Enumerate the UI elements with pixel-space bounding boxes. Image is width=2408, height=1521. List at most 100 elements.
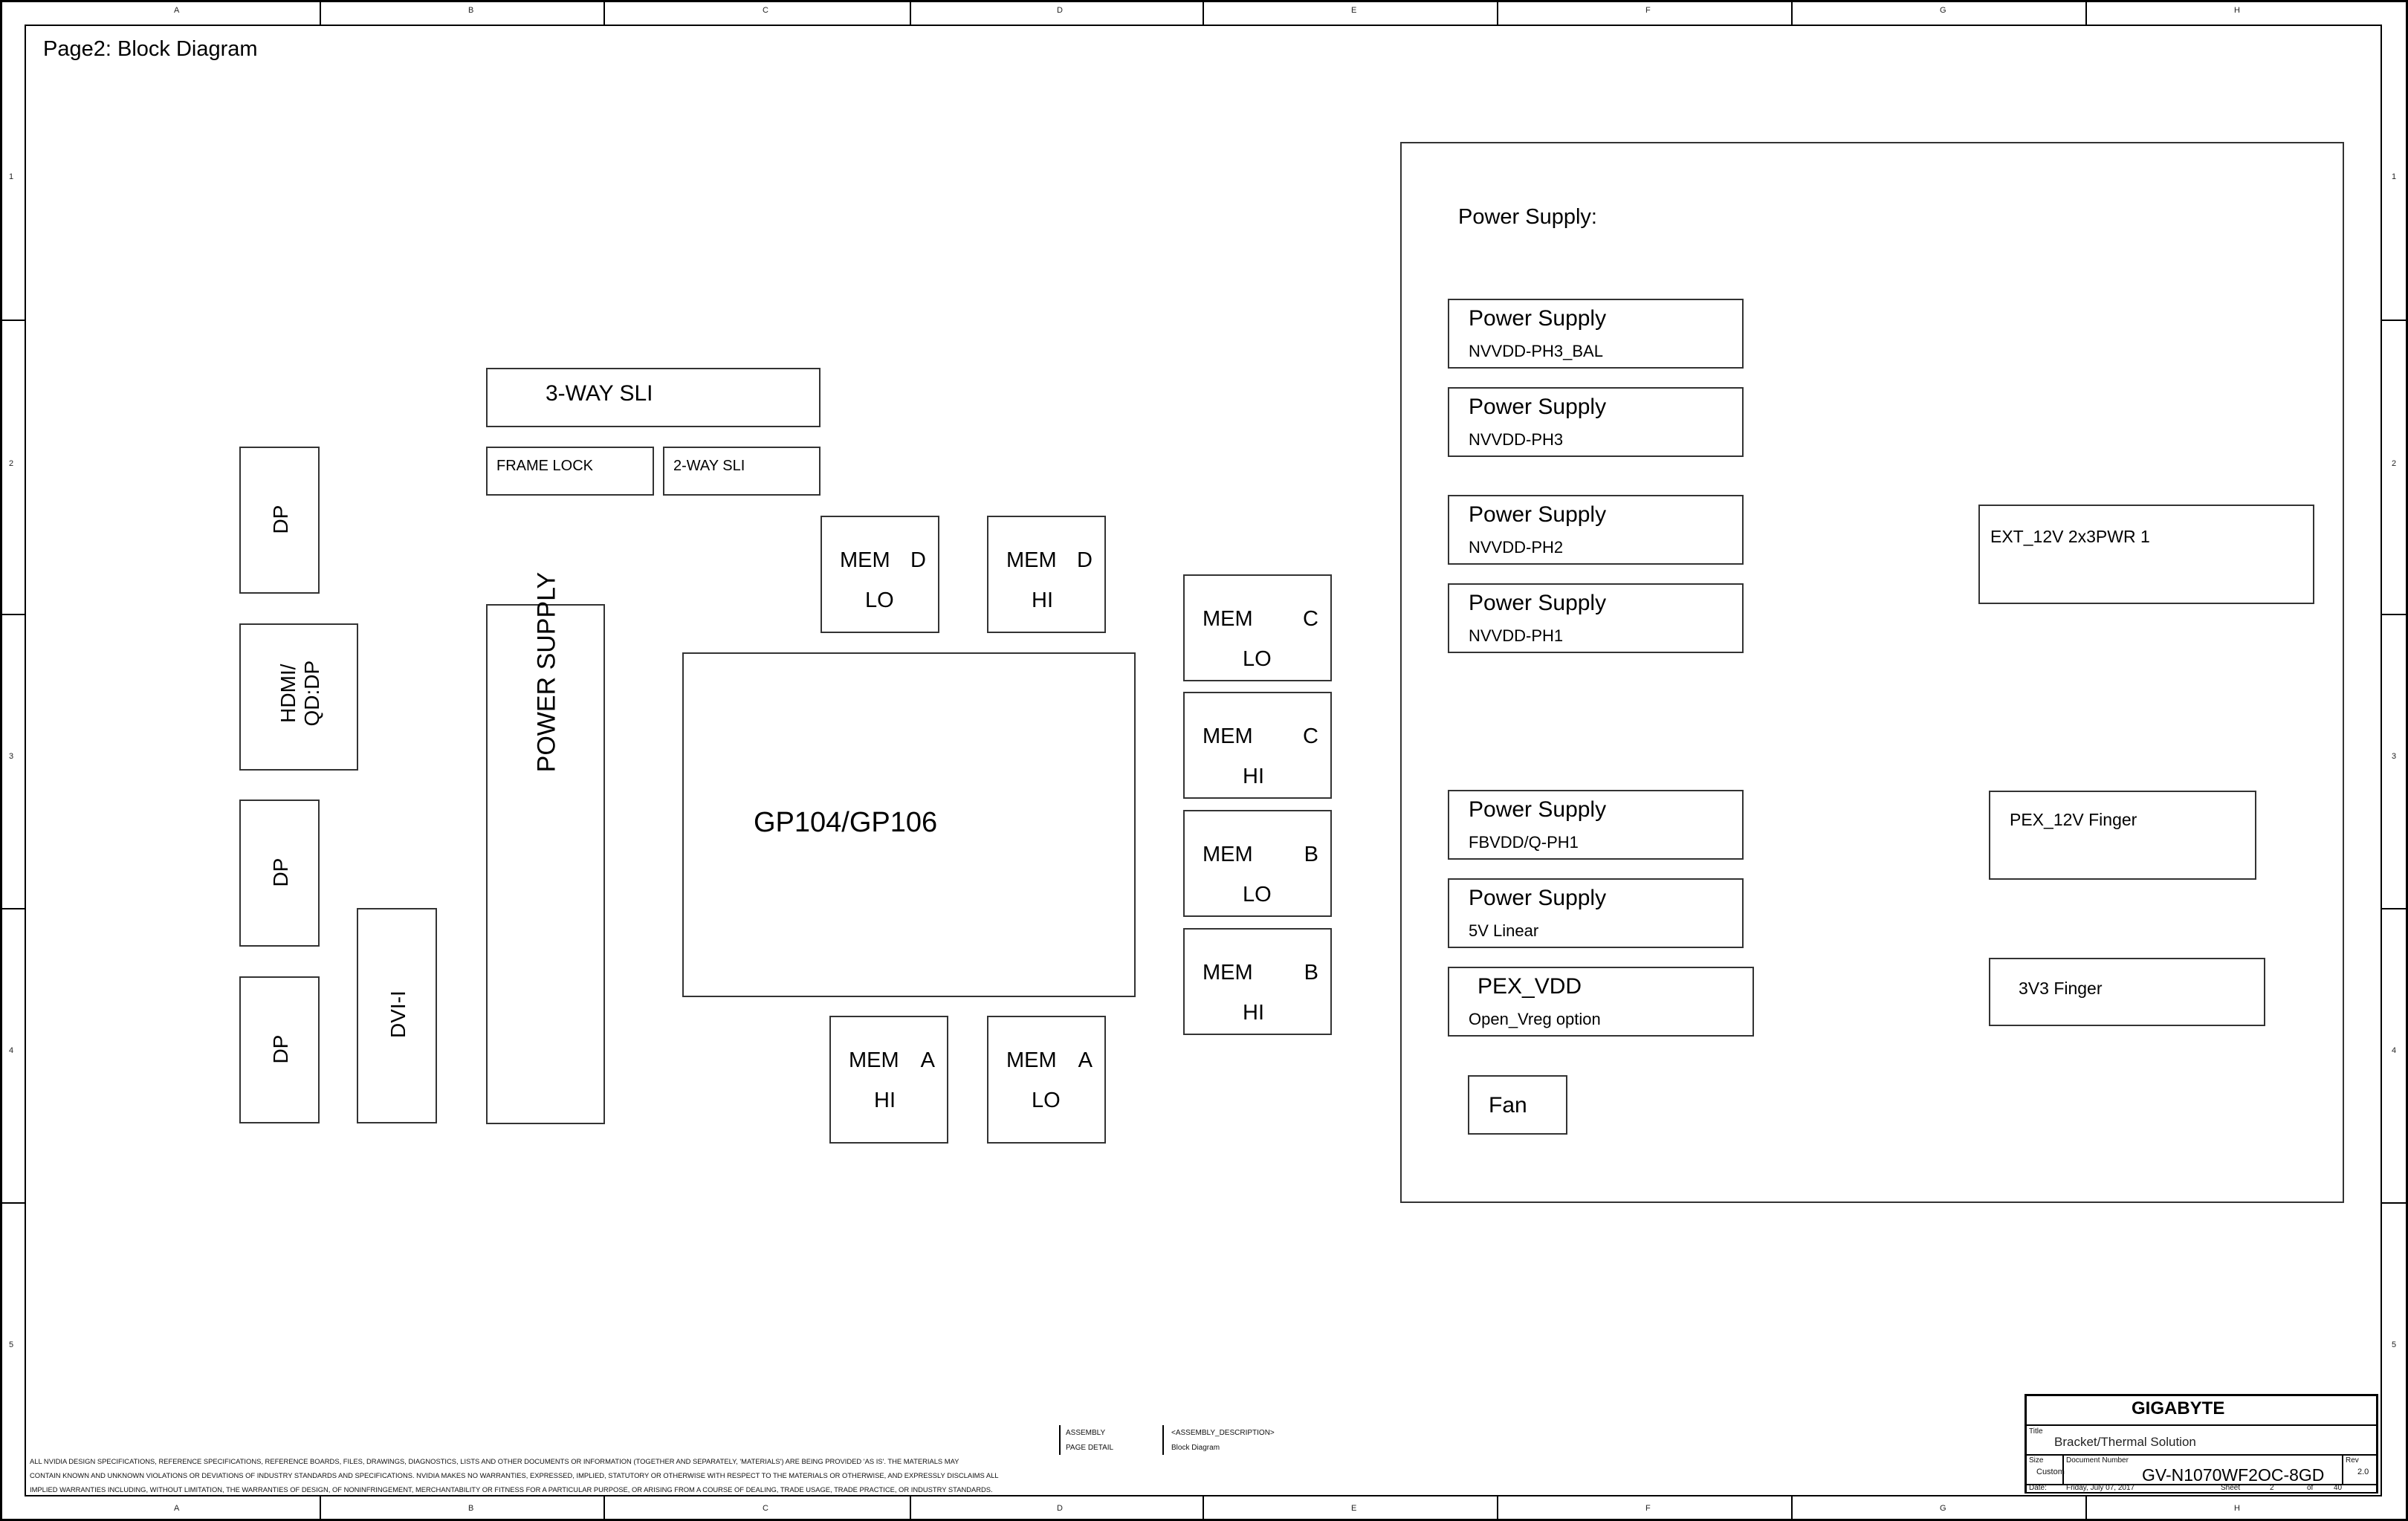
tb-docnum-cell: [2063, 1455, 2343, 1485]
drawing-border: [25, 25, 2382, 1496]
power-supply-2-rail: NVVDD-PH3: [1469, 430, 1564, 449]
power-supply-6: Power Supply 5V Linear: [1448, 878, 1744, 948]
zone-col-label-b-H: H: [2234, 1504, 2240, 1513]
power-supply-2-title: Power Supply: [1469, 395, 1607, 419]
power-supply-5-title: Power Supply: [1469, 797, 1607, 822]
mem-c-lo-label-mem: MEM: [1203, 607, 1253, 631]
sli-3way-box: 3-WAY SLI: [486, 368, 821, 427]
tb-rev-cell: [2343, 1455, 2377, 1485]
hdmi-label-line2: QD:DP: [300, 660, 323, 727]
zone-row-tick: [0, 908, 25, 909]
tb-of: 40: [2334, 1484, 2343, 1492]
zone-col-label-t-H: H: [2234, 6, 2240, 15]
tb-company-cell: [2026, 1395, 2377, 1425]
zone-row-label-l-1: 1: [9, 172, 14, 181]
zone-col-label-t-C: C: [763, 6, 768, 15]
zone-col-tick: [1203, 1496, 1204, 1521]
tb-rev-label: Rev: [2346, 1456, 2359, 1465]
mem-c-hi-label-channel: C: [1303, 724, 1318, 748]
tb-of-label: of: [2307, 1484, 2314, 1492]
zone-row-label-r-3: 3: [2392, 752, 2397, 761]
tb-title-cell: [2026, 1425, 2377, 1455]
power-supply-5-rail: FBVDD/Q-PH1: [1469, 833, 1579, 852]
mem-c-lo-label-half: LO: [1243, 647, 1272, 671]
mem-c-hi-label-mem: MEM: [1203, 724, 1253, 748]
zone-col-label-t-F: F: [1645, 6, 1651, 15]
mem-b-lo-label-mem: MEM: [1203, 843, 1253, 866]
zone-col-tick: [603, 1496, 605, 1521]
zone-row-tick: [2382, 908, 2407, 909]
frame-lock-label: FRAME LOCK: [496, 458, 594, 474]
zone-col-label-b-B: B: [468, 1504, 474, 1513]
zone-col-label-t-B: B: [468, 6, 474, 15]
ext12v-label: EXT_12V 2x3PWR 1: [1990, 527, 2150, 546]
mem-a-lo-label-channel: A: [1078, 1048, 1093, 1072]
assembly-label: ASSEMBLY: [1066, 1429, 1106, 1437]
board-power-supply: POWER SUPPLY: [486, 572, 605, 1124]
mem-d-hi-label-mem: MEM: [1006, 548, 1057, 572]
fan-label: Fan: [1489, 1093, 1527, 1118]
sli-2way-label: 2-WAY SLI: [673, 458, 745, 474]
zone-row-label-r-2: 2: [2392, 459, 2397, 468]
power-section-title: Power Supply:: [1458, 205, 1597, 229]
zone-row-tick: [2382, 614, 2407, 615]
tb-size-cell: [2026, 1455, 2063, 1485]
mem-c-lo-label-channel: C: [1303, 607, 1318, 631]
dp-connector-1-label: DP: [268, 505, 292, 534]
tb-rev: 2.0: [2357, 1468, 2369, 1476]
pex12v-label: PEX_12V Finger: [2010, 810, 2137, 829]
ext12v-connector: EXT_12V 2x3PWR 1: [1978, 505, 2314, 604]
power-supply-6-rail: 5V Linear: [1469, 921, 1539, 940]
mem-d-lo-label-mem: MEM: [840, 548, 890, 572]
tb-date: Friday, July 07, 2017: [2066, 1484, 2135, 1492]
mem-b-hi-label-channel: B: [1304, 961, 1318, 985]
zone-col-tick: [1497, 0, 1498, 25]
mem-c-hi: MEM C HI: [1183, 692, 1332, 799]
zone-col-tick: [2085, 0, 2087, 25]
gpu-block: GP104/GP106: [682, 652, 1136, 997]
zone-row-tick: [2382, 320, 2407, 321]
zone-col-label-b-F: F: [1645, 1504, 1651, 1513]
zone-col-tick: [2085, 1496, 2087, 1521]
finger-3v3-label: 3V3 Finger: [2019, 979, 2103, 998]
hdmi-connector: HDMI/ QD:DP: [239, 623, 358, 771]
dvi-connector-label: DVI-I: [386, 990, 410, 1038]
title-block: GIGABYTE Title Bracket/Thermal Solution …: [2025, 1394, 2378, 1494]
tb-size-label: Size: [2029, 1456, 2044, 1465]
zone-col-label-b-G: G: [1940, 1504, 1946, 1513]
disclaimer-line-3: IMPLIED WARRANTIES INCLUDING, WITHOUT LI…: [30, 1485, 993, 1494]
power-supply-4-rail: NVVDD-PH1: [1469, 626, 1564, 645]
finger-3v3: 3V3 Finger: [1989, 958, 2265, 1026]
tb-sheet: 2: [2270, 1484, 2274, 1492]
tb-company: GIGABYTE: [2132, 1398, 2225, 1418]
dp-connector-3: DP: [239, 976, 320, 1123]
assembly-value: <ASSEMBLY_DESCRIPTION>: [1171, 1429, 1275, 1437]
gpu-label: GP104/GP106: [754, 807, 938, 838]
zone-col-label-t-D: D: [1057, 6, 1063, 15]
power-supply-6-title: Power Supply: [1469, 886, 1607, 910]
assembly-divider-2: [1162, 1425, 1164, 1455]
mem-a-hi-label-channel: A: [920, 1048, 935, 1072]
power-supply-7-title: PEX_VDD: [1478, 974, 1582, 999]
zone-col-tick: [910, 1496, 911, 1521]
hdmi-label-line1: HDMI/: [276, 664, 300, 723]
mem-a-lo-label-half: LO: [1032, 1089, 1061, 1112]
mem-c-hi-label-half: HI: [1243, 765, 1264, 788]
zone-row-label-r-5: 5: [2392, 1340, 2397, 1349]
zone-row-tick: [0, 1202, 25, 1204]
zone-col-label-t-E: E: [1351, 6, 1357, 15]
zone-col-label-b-E: E: [1351, 1504, 1357, 1513]
zone-row-tick: [0, 614, 25, 615]
mem-a-hi-label-mem: MEM: [849, 1048, 899, 1072]
tb-title-label: Title: [2029, 1427, 2043, 1436]
sli-3way-label: 3-WAY SLI: [546, 381, 653, 406]
